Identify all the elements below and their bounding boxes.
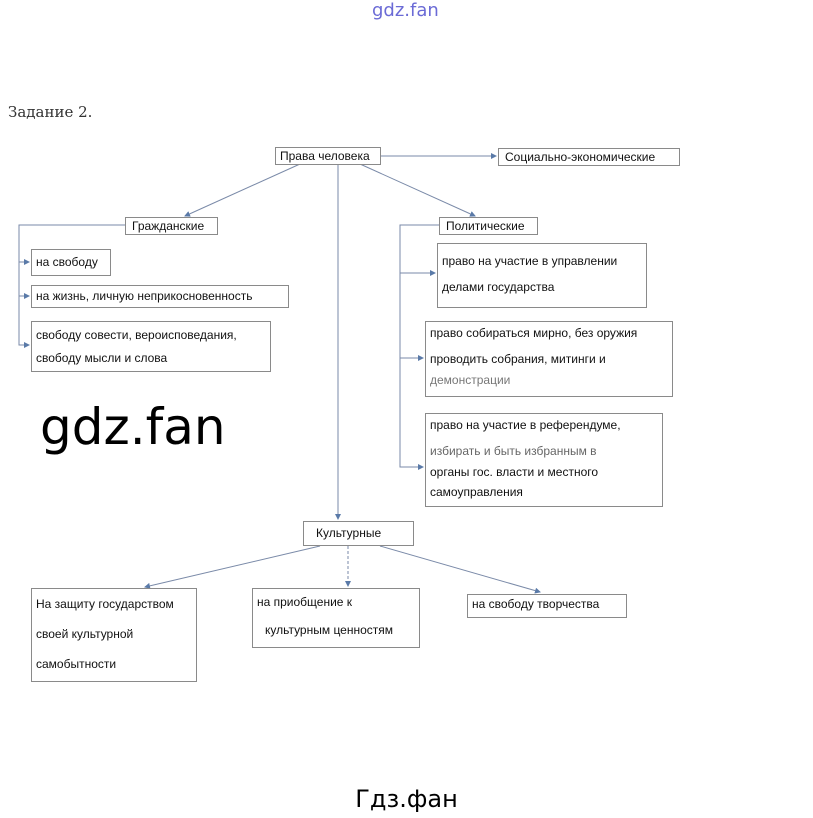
node-human-rights: Права человека: [275, 147, 381, 165]
item-text: своей культурной: [36, 627, 134, 641]
task-label: Задание 2.: [8, 103, 93, 121]
item-text: делами государства: [442, 280, 555, 295]
node-label: Культурные: [316, 526, 382, 540]
political-item: право собираться мирно, без оружия провод…: [425, 321, 673, 397]
civil-item: на свободу: [31, 249, 111, 276]
cultural-item: на свободу творчества: [467, 594, 627, 618]
node-political: Политические: [439, 217, 538, 235]
node-label: Политические: [446, 219, 525, 233]
civil-item: свободу совести, вероисповедания, свободу…: [31, 321, 271, 372]
watermark-center: gdz.fan: [40, 398, 226, 456]
political-item: право на участие в управлении делами госу…: [437, 243, 647, 308]
item-text: право на участие в управлении: [442, 254, 618, 268]
node-cultural: Культурные: [303, 521, 414, 546]
item-text: на приобщение к: [257, 595, 353, 609]
item-text: самоуправления: [430, 485, 523, 500]
item-text: свободу совести, вероисповедания,: [36, 328, 237, 342]
item-text: избирать и быть избранным в: [430, 444, 597, 459]
item-text: проводить собрания, митинги и: [430, 352, 606, 367]
watermark-top: gdz.fan: [372, 0, 439, 21]
item-text: органы гос. власти и местного: [430, 464, 599, 479]
node-civil: Гражданские: [125, 217, 218, 235]
arrow-political: [359, 163, 476, 217]
watermark-bottom: Гдз.фан: [355, 785, 458, 813]
item-text: право на участие в референдуме,: [430, 418, 621, 432]
item-text: свободу мысли и слова: [36, 350, 168, 365]
cultural-item: на приобщение к культурным ценностям: [252, 588, 420, 648]
item-text: демонстрации: [430, 372, 511, 387]
civil-item: на жизнь, личную неприкосновенность: [31, 285, 289, 308]
item-text: культурным ценностям: [265, 622, 394, 637]
node-socio-economic: Социально-экономические: [498, 148, 680, 166]
node-label: Права человека: [280, 149, 370, 163]
node-label: Гражданские: [132, 219, 205, 233]
arrow-civil: [184, 163, 301, 217]
node-label: Социально-экономические: [505, 150, 656, 164]
item-text: самобытности: [36, 657, 117, 671]
item-text: На защиту государством: [36, 597, 174, 611]
political-item: право на участие в референдуме, избирать …: [425, 413, 663, 507]
cultural-item: На защиту государством своей культурной са…: [31, 588, 197, 682]
item-text: на свободу творчества: [472, 597, 600, 611]
item-text: право собираться мирно, без оружия: [430, 326, 638, 340]
item-text: на свободу: [36, 255, 98, 269]
item-text: на жизнь, личную неприкосновенность: [36, 289, 253, 303]
